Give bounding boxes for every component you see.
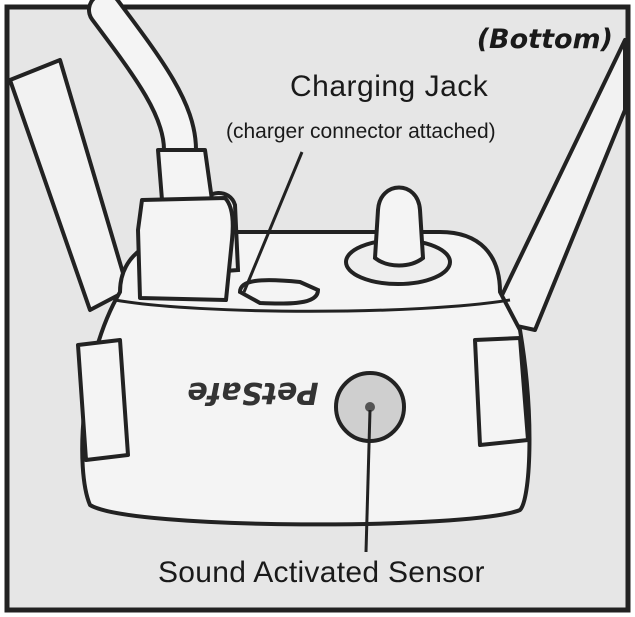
sensor-center <box>365 402 375 412</box>
charging-jack-note: (charger connector attached) <box>226 120 496 143</box>
charging-jack-label: Charging Jack <box>290 70 489 103</box>
left-side-tab <box>76 338 130 462</box>
sensor-leader <box>364 409 372 553</box>
brand-text: PetSafe <box>187 375 319 411</box>
charging-jack-leader <box>242 151 304 293</box>
usb-plug-neck <box>156 148 214 202</box>
charging-jack-slot <box>237 278 321 306</box>
contact-post-right <box>372 185 426 268</box>
sound-sensor-label: Sound Activated Sensor <box>158 556 485 589</box>
view-label: (Bottom) <box>476 24 613 55</box>
right-strap <box>488 38 627 332</box>
right-side-tab <box>473 336 530 447</box>
device-body <box>80 230 532 527</box>
petsafe-logo: PetSafe <box>173 370 333 416</box>
usb-plug <box>136 196 235 302</box>
